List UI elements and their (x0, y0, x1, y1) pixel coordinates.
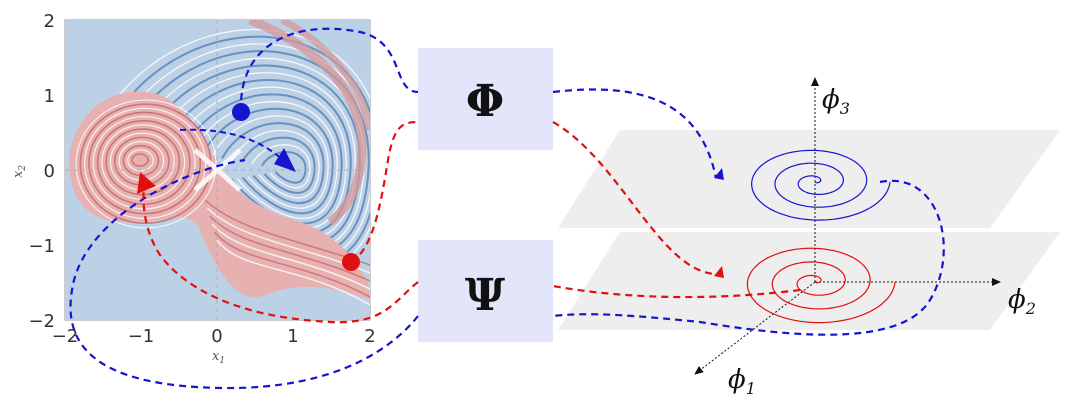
red-streamline (127, 149, 154, 172)
x-tick-label: −1 (128, 326, 155, 347)
y-tick-label: 1 (44, 86, 55, 107)
red-streamline (88, 111, 202, 215)
phi1-label: ϕ1 (728, 365, 756, 398)
decoder-to-red-target-path (142, 185, 419, 324)
red-streamline (75, 99, 217, 229)
phase-portrait: −2 −1 0 1 2 2 1 0 −1 −2 x1 x2 (11, 11, 376, 366)
x-tick-label: 1 (287, 326, 298, 347)
encoder-to-blue-spiral-path (552, 88, 718, 179)
blue-streamline (231, 129, 320, 199)
encoder-box: Φ (418, 48, 553, 150)
y-axis-label: x2 (11, 165, 28, 178)
x-tick-label: 2 (364, 326, 375, 347)
red-streamline (209, 215, 370, 282)
red-streamline (214, 231, 370, 298)
x-axis-label: x1 (212, 349, 225, 366)
blue-to-encoder-path (239, 27, 419, 113)
decoder-to-blue-target-path (69, 158, 419, 390)
connector-paths (69, 27, 945, 390)
blue-spiral-to-decoder-path (552, 179, 945, 336)
red-spiral-arrowhead (714, 266, 724, 278)
y-tick-label: −2 (28, 311, 55, 332)
x-tick-label: −2 (52, 326, 79, 347)
red-streamline (131, 153, 149, 167)
encoder-to-red-spiral-path (552, 121, 717, 276)
lower-latent-plane (558, 232, 1060, 330)
y-tick-label: 0 (44, 161, 55, 182)
phi3-label: ϕ3 (822, 85, 850, 118)
latent-space: ϕ3 ϕ2 ϕ1 (558, 77, 1060, 398)
decoder-box-bg (418, 240, 553, 342)
encoder-symbol: Φ (466, 76, 504, 127)
y-tick-label: 2 (44, 11, 55, 32)
blue-latent-spiral (750, 149, 891, 221)
decoder-box: Ψ (418, 240, 553, 342)
encoder-box-bg (418, 48, 553, 150)
red-streamline (211, 223, 370, 290)
blue-streamline (211, 115, 329, 209)
x-tick-label: 0 (211, 326, 222, 347)
phi2-label: ϕ2 (1008, 285, 1036, 318)
red-to-encoder-path (350, 120, 419, 263)
red-spiral-to-decoder-path (552, 284, 801, 299)
y-tick-label: −1 (28, 236, 55, 257)
phi1-axis (694, 281, 816, 375)
blue-arrowhead (274, 148, 296, 172)
red-latent-spiral (746, 247, 896, 324)
decoder-symbol: Ψ (465, 270, 505, 321)
blue-streamline (251, 144, 311, 189)
upper-latent-plane (558, 130, 1060, 228)
red-arrowhead (137, 172, 156, 194)
red-streamline (216, 239, 370, 306)
